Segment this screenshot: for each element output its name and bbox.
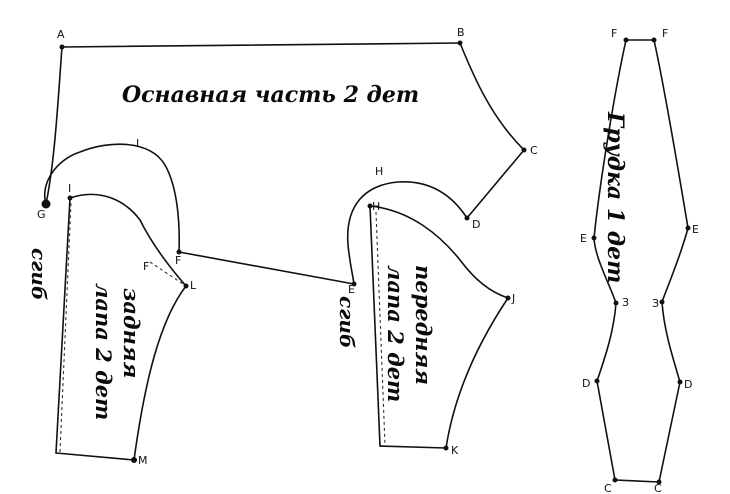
label-chest-f-left: F xyxy=(611,27,617,40)
chest-piece-outline xyxy=(593,39,689,483)
dot-chest-3-right xyxy=(659,299,665,305)
label-l: L xyxy=(190,279,197,292)
dot-b xyxy=(457,40,463,46)
label-chest-d-left: D xyxy=(582,377,590,390)
caption-main-part: Оснавная часть 2 дет xyxy=(122,82,419,108)
front-paw-bottom xyxy=(379,445,447,449)
label-j: J xyxy=(511,292,515,305)
main-part-outline xyxy=(43,42,525,285)
front-paw-outline xyxy=(369,205,509,449)
point-labels: A B C D G I I F L M F H H E J K F F E E … xyxy=(37,26,699,494)
label-g: G xyxy=(37,208,46,221)
label-chest-c-right: C xyxy=(654,482,662,494)
back-paw-fold-line xyxy=(59,201,72,453)
caption-fold-mid: сгиб xyxy=(335,296,359,348)
dot-a xyxy=(59,44,65,50)
caption-back-paw-line2: лапа 2 дет xyxy=(91,283,116,420)
label-chest-e-left: E xyxy=(580,232,587,245)
dot-e xyxy=(351,281,357,287)
front-paw-right-edge xyxy=(445,297,509,449)
dot-i-inner xyxy=(67,195,73,201)
back-paw-left-edge xyxy=(55,197,71,454)
edge-a-b xyxy=(61,42,461,48)
dot-chest-3-left xyxy=(613,300,619,306)
label-chest-3-right: З xyxy=(652,297,659,310)
dot-c xyxy=(521,147,527,153)
edge-b-c xyxy=(459,42,525,151)
chest-left-side xyxy=(593,39,627,481)
caption-fold-left: сгиб xyxy=(27,248,51,300)
label-f: F xyxy=(175,254,181,267)
edge-c-d xyxy=(466,149,525,219)
label-m: M xyxy=(138,454,148,467)
dot-f xyxy=(176,249,182,255)
dot-chest-c-left xyxy=(612,477,618,483)
dot-chest-d-right xyxy=(677,379,683,385)
label-h-top: H xyxy=(375,165,383,178)
label-chest-c-left: C xyxy=(604,482,612,494)
neck-curve-d xyxy=(346,181,468,285)
label-k: K xyxy=(451,444,459,457)
caption-front-paw-line1: передняя xyxy=(411,265,436,385)
edge-a-g xyxy=(45,46,63,205)
back-paw-bottom xyxy=(55,452,135,461)
chest-bottom xyxy=(614,479,660,483)
construction-dots xyxy=(41,37,691,485)
label-i-inner: I xyxy=(68,182,71,195)
dot-m xyxy=(131,457,137,463)
dot-g xyxy=(41,199,51,209)
label-chest-f-right: F xyxy=(662,27,668,40)
dot-h-inner xyxy=(367,203,373,209)
piece-captions: Оснавная часть 2 дет Грудка 1 дет сгиб с… xyxy=(27,82,628,420)
caption-front-paw-line2: лапа 2 дет xyxy=(383,265,408,402)
neck-curve-g xyxy=(43,143,181,253)
dot-chest-f-right xyxy=(651,37,657,43)
label-i-top: I xyxy=(136,137,139,150)
front-paw-top-curve xyxy=(369,205,509,299)
label-h-inner: H xyxy=(372,200,380,213)
back-paw-right-edge xyxy=(133,285,187,461)
back-paw-top-curve xyxy=(69,193,187,287)
dot-chest-f-left xyxy=(623,37,629,43)
label-f-small: F xyxy=(143,260,149,273)
caption-back-paw-line1: задняя xyxy=(119,288,144,378)
label-d: D xyxy=(472,218,480,231)
back-paw-outline xyxy=(55,193,187,461)
edge-f-e xyxy=(178,251,355,285)
label-e: E xyxy=(348,283,355,296)
dot-chest-e-left xyxy=(591,235,597,241)
dot-chest-c-right xyxy=(656,479,662,485)
label-c: C xyxy=(530,144,538,157)
dot-chest-d-left xyxy=(594,378,600,384)
dot-d xyxy=(464,215,470,221)
label-a: A xyxy=(57,28,65,41)
dot-l xyxy=(183,283,189,289)
label-chest-d-right: D xyxy=(684,378,692,391)
back-paw-seam-dash xyxy=(149,261,187,287)
front-paw-left-edge xyxy=(369,205,381,447)
chest-right-side xyxy=(653,39,689,483)
front-paw-fold-line xyxy=(375,211,386,446)
dot-k xyxy=(443,445,449,451)
dot-chest-e-right xyxy=(685,225,691,231)
label-b: B xyxy=(457,26,465,39)
label-chest-e-right: E xyxy=(692,223,699,236)
label-chest-3-left: З xyxy=(622,296,629,309)
caption-chest-piece: Грудка 1 дет xyxy=(602,111,628,283)
dot-j xyxy=(505,295,511,301)
